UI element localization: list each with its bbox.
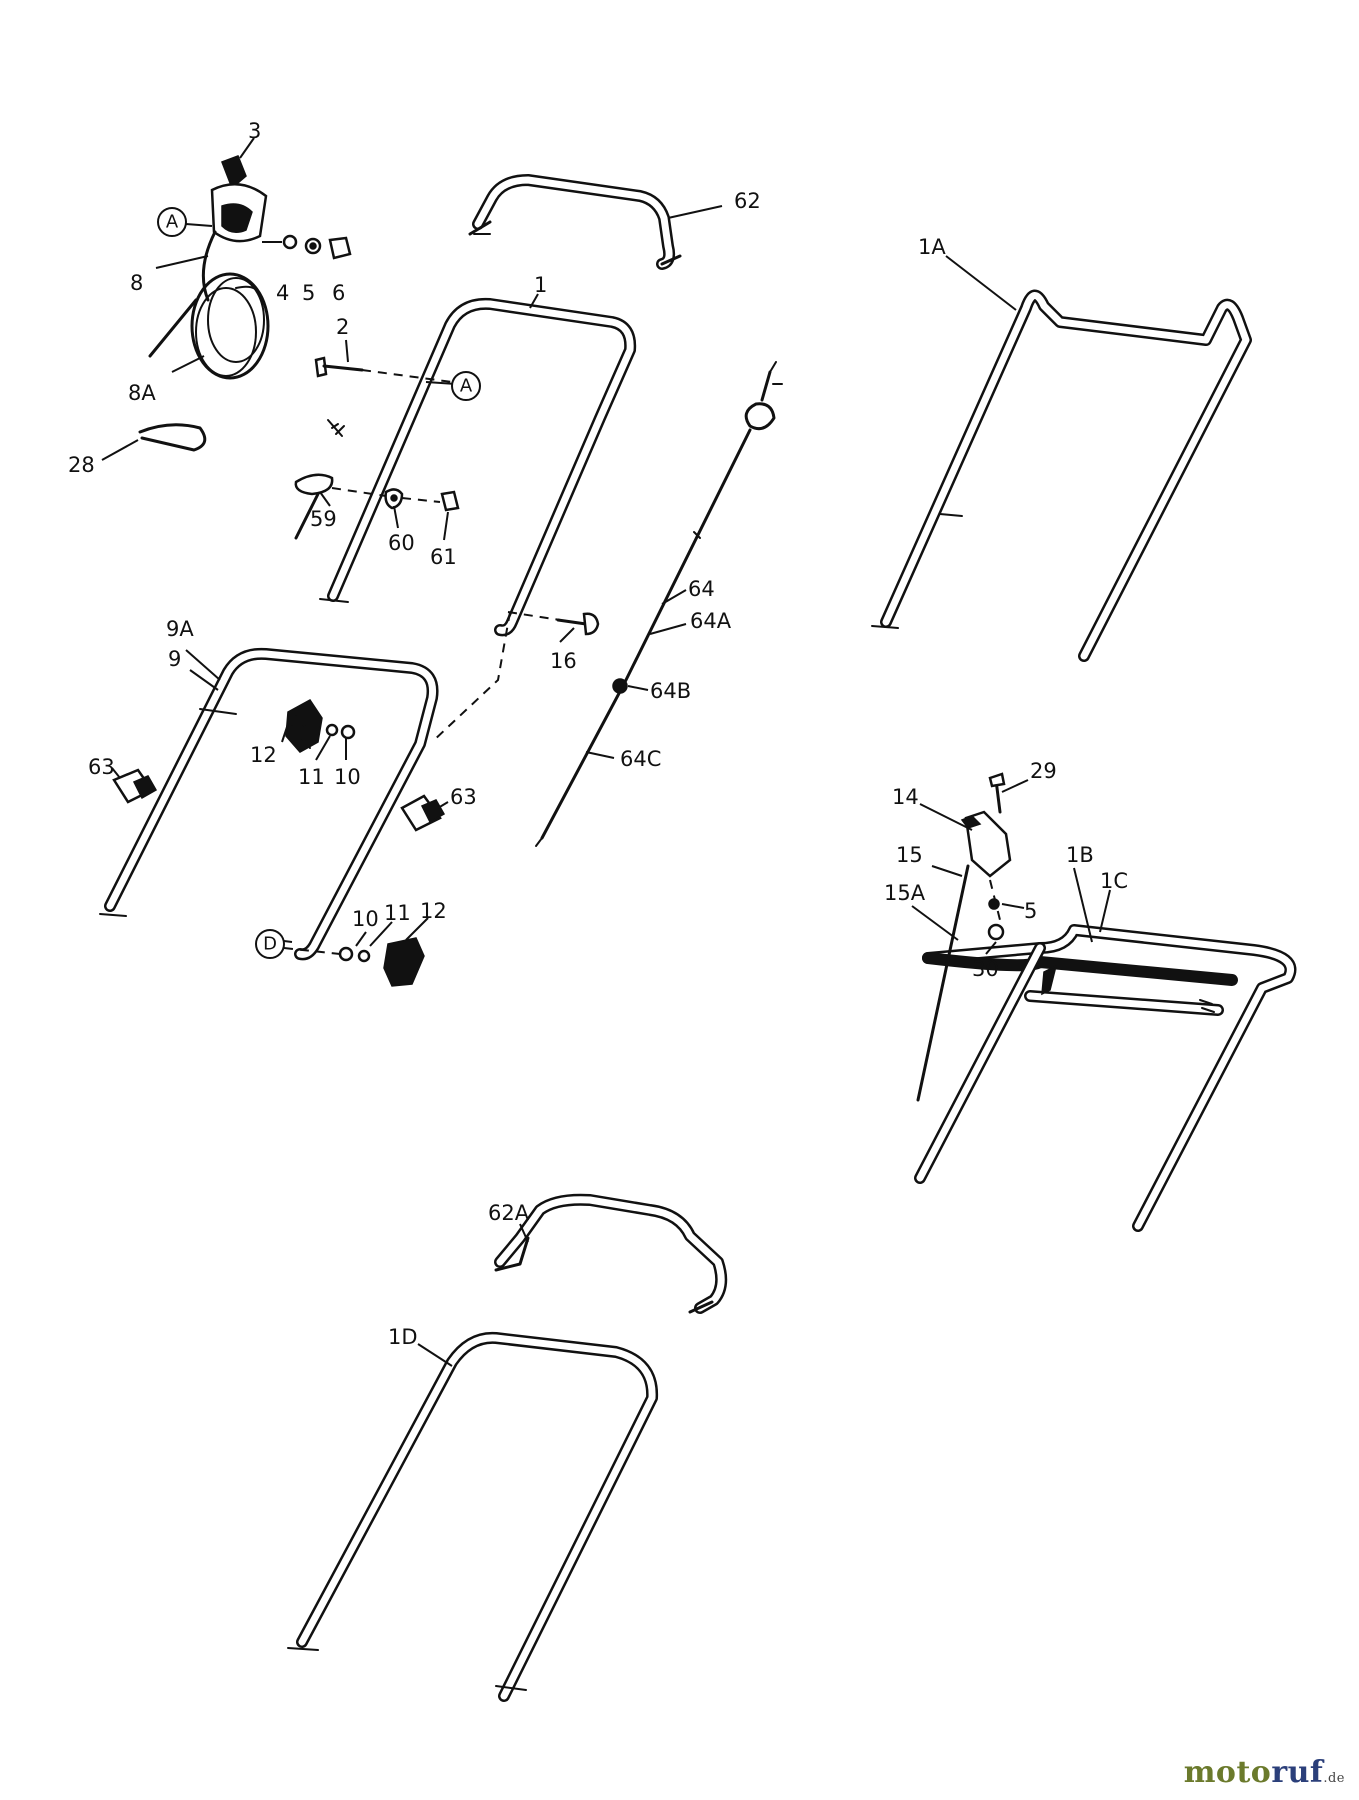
label-10-lower: 10 — [352, 907, 379, 931]
label-29: 29 — [1030, 759, 1057, 783]
label-60: 60 — [388, 531, 415, 555]
label-A-1: A — [166, 212, 179, 233]
washers-4-5-6 — [262, 234, 352, 260]
watermark-accent: ruf — [1271, 1755, 1324, 1790]
label-1A: 1A — [918, 235, 946, 259]
control-lever-3 — [210, 155, 268, 243]
label-1B: 1B — [1066, 843, 1094, 867]
label-11-lower: 11 — [384, 901, 411, 925]
reference-circle-A-1 — [157, 207, 187, 237]
label-16: 16 — [550, 649, 577, 673]
label-64A: 64A — [690, 609, 732, 633]
label-62A: 62A — [488, 1201, 530, 1225]
label-5-upper: 5 — [302, 281, 315, 305]
control-cable-64 — [535, 361, 783, 847]
label-15: 15 — [896, 843, 923, 867]
lever-14-assembly — [916, 772, 1012, 1102]
label-63-right: 63 — [450, 785, 477, 809]
label-D: D — [263, 934, 277, 955]
label-5-lower: 5 — [1024, 899, 1037, 923]
label-30: 30 — [972, 957, 999, 981]
label-1D: 1D — [388, 1325, 418, 1349]
label-10-upper: 10 — [334, 765, 361, 789]
label-64B: 64B — [650, 679, 691, 703]
label-1C: 1C — [1100, 869, 1128, 893]
star-knob-12-lower — [283, 937, 425, 987]
watermark-main: moto — [1183, 1755, 1272, 1790]
handle-grip-62A — [494, 1193, 728, 1314]
bolt-16 — [431, 611, 600, 743]
label-28: 28 — [68, 453, 95, 477]
label-1: 1 — [534, 273, 547, 297]
watermark-tld: .de — [1323, 1771, 1345, 1786]
label-9A: 9A — [166, 617, 194, 641]
handle-variant-1B-1C — [914, 924, 1297, 1232]
handle-grip-62 — [468, 174, 682, 270]
label-12-upper: 12 — [250, 743, 277, 767]
label-8: 8 — [130, 271, 143, 295]
fastener-59-60-61 — [294, 419, 460, 540]
label-4: 4 — [276, 281, 289, 305]
label-63-left: 63 — [88, 755, 115, 779]
callout-labels: 3 A 8 4 5 6 8A 28 62 1 2 A 59 60 61 64 6… — [68, 119, 1128, 1349]
label-6: 6 — [332, 281, 345, 305]
cable-tie-28 — [138, 423, 207, 452]
label-15A: 15A — [884, 881, 926, 905]
bolt-2 — [314, 356, 453, 383]
label-64: 64 — [688, 577, 715, 601]
label-14: 14 — [892, 785, 919, 809]
watermark-logo: motoruf.de — [1184, 1755, 1345, 1790]
label-12-lower: 12 — [420, 899, 447, 923]
bowden-cable-8 — [148, 230, 270, 380]
clip-63-left — [112, 768, 158, 804]
label-A-2: A — [460, 376, 473, 397]
upper-handle-1 — [319, 297, 637, 637]
label-62: 62 — [734, 189, 761, 213]
star-knob-12-upper — [285, 699, 356, 753]
reference-circle-D — [255, 929, 285, 959]
clip-63-right — [400, 794, 446, 832]
label-3: 3 — [248, 119, 261, 143]
reference-circle-A-2 — [451, 371, 481, 401]
label-8A: 8A — [128, 381, 156, 405]
label-61: 61 — [430, 545, 457, 569]
lower-handle-9 — [99, 647, 439, 961]
label-9: 9 — [168, 647, 181, 671]
handle-variant-1A — [871, 289, 1252, 662]
leader-lines — [101, 137, 1111, 1367]
label-11-upper: 11 — [298, 765, 325, 789]
label-2: 2 — [336, 315, 349, 339]
label-64C: 64C — [620, 747, 661, 771]
handle-variant-1D — [287, 1331, 659, 1702]
label-59: 59 — [310, 507, 337, 531]
